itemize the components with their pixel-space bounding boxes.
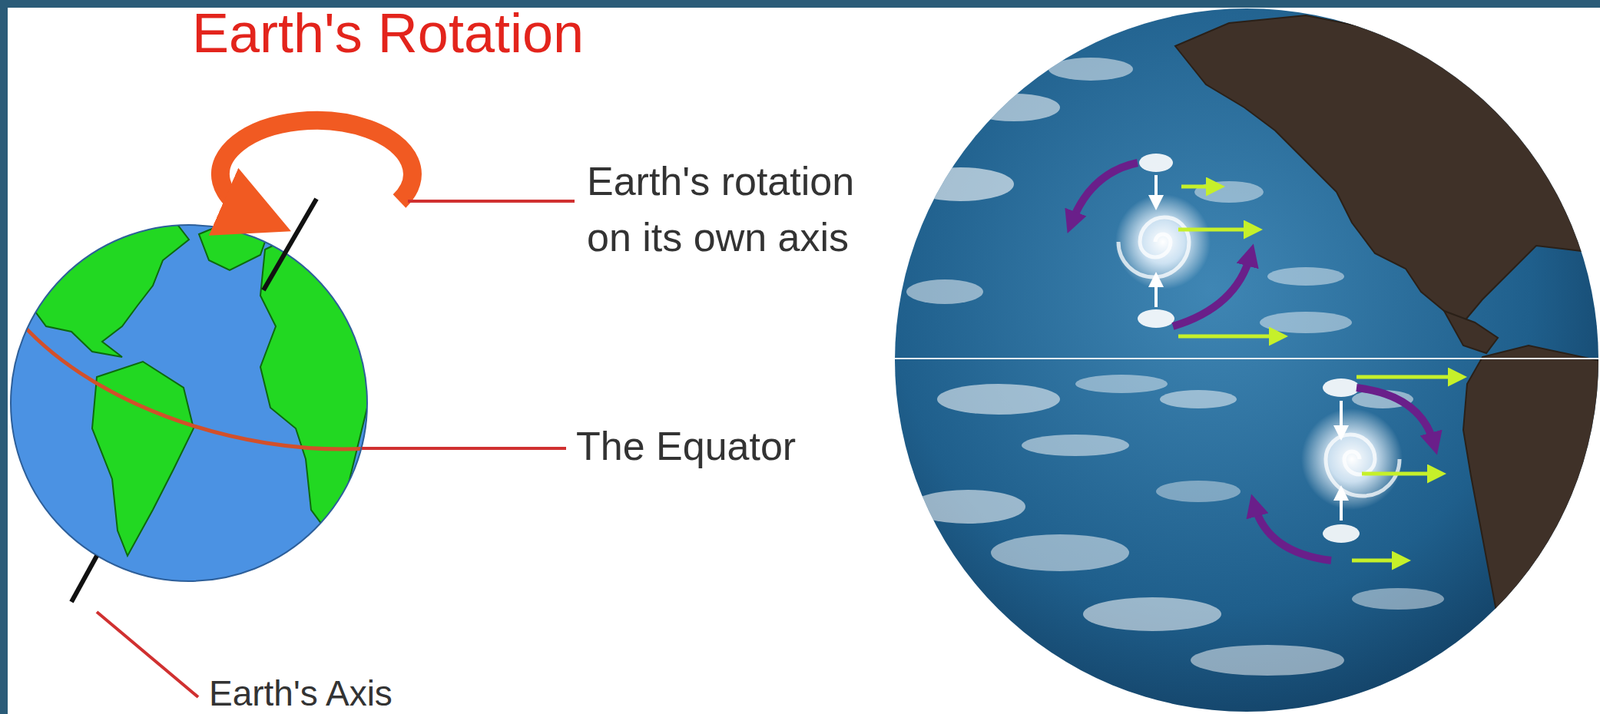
diagram-title: Earth's Rotation <box>192 3 584 64</box>
cloud <box>1048 57 1133 81</box>
cloud <box>1259 311 1352 334</box>
spin-arrow <box>1254 505 1332 561</box>
wind-arrow <box>1361 472 1439 477</box>
wind-arrow <box>1356 375 1460 380</box>
equator-line <box>894 357 1600 360</box>
earth-globe <box>10 120 413 603</box>
wind-arrow <box>1181 185 1218 189</box>
rotation-arrow <box>220 120 413 217</box>
cloud <box>1267 267 1345 286</box>
cloud <box>1322 378 1360 398</box>
leader-line <box>407 199 575 203</box>
air-arrow <box>1339 400 1343 435</box>
south-america <box>1463 345 1600 714</box>
cloud <box>1137 309 1175 328</box>
cloud <box>906 167 1014 202</box>
rotation-arrows <box>1071 162 1435 561</box>
cloud <box>1351 588 1445 610</box>
cloud <box>1159 390 1237 409</box>
spin-arrow <box>1172 255 1251 327</box>
wind-arrow <box>1351 559 1404 564</box>
cloud <box>990 534 1130 572</box>
cloud <box>1322 524 1360 544</box>
axis-line <box>71 556 97 603</box>
wind-arrows <box>1178 186 1460 561</box>
greenland <box>198 219 271 271</box>
europe-africa <box>260 229 368 531</box>
land <box>1175 15 1600 714</box>
cloud <box>1021 434 1130 457</box>
central-america <box>1444 311 1498 354</box>
wind-arrow <box>1178 228 1256 232</box>
spin-arrow <box>1356 387 1435 444</box>
callout-label: Earth's Axis <box>208 675 393 712</box>
cloud <box>967 93 1061 122</box>
equator-line <box>15 316 372 450</box>
north-america <box>30 219 189 358</box>
hurricane <box>1115 194 1211 290</box>
leader-line <box>361 447 567 451</box>
hurricane <box>1301 408 1403 511</box>
air-arrow <box>1339 491 1343 521</box>
cloud <box>906 279 984 305</box>
wind-arrow <box>1178 334 1281 339</box>
spiral <box>1325 434 1400 497</box>
cloud <box>1083 597 1222 632</box>
cloud <box>1139 153 1173 173</box>
cloud <box>1075 374 1168 394</box>
clouds <box>906 57 1445 676</box>
air-arrow <box>1154 175 1158 205</box>
hurricane <box>1115 194 1211 290</box>
cloud <box>1156 480 1241 503</box>
hurricane <box>1301 408 1403 511</box>
globe-outline <box>10 225 368 582</box>
axis-line <box>263 198 317 291</box>
callout-label: The Equator <box>576 422 796 471</box>
cloud <box>1194 181 1264 203</box>
spin-arrow <box>1071 162 1138 223</box>
air-arrow <box>1154 278 1158 308</box>
cloud <box>1190 645 1345 676</box>
cloud <box>937 384 1061 415</box>
spiral <box>1118 217 1190 278</box>
callout-label: Earth's rotation on its own axis <box>586 153 887 266</box>
cloud <box>910 490 1026 524</box>
leader-line <box>96 612 199 698</box>
earth-weather-globe <box>894 8 1600 714</box>
air-arrows <box>1156 175 1342 521</box>
